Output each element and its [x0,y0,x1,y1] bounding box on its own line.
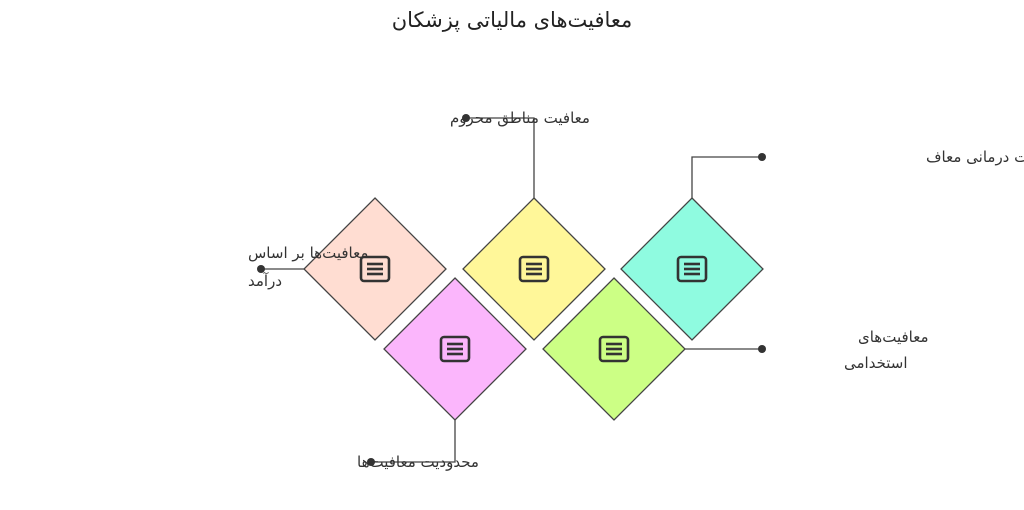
connector-dot [367,458,375,466]
diamond-medical-services [620,197,764,341]
label-medical-services: خدمات درمانی معاف [926,148,1024,166]
connector-deprived-areas [466,117,535,198]
connector-dot [758,345,766,353]
document-icon [676,255,708,283]
diamond-employment [542,277,686,421]
document-icon [359,255,391,283]
label-employment-line1: معافیت‌های [858,328,929,346]
document-icon [598,335,630,363]
document-icon [518,255,550,283]
label-employment-line2: استخدامی [844,354,908,372]
connector-dot [257,265,265,273]
label-income-line1: معافیت‌ها بر اساس [248,244,368,262]
connector-dot [758,153,766,161]
label-deprived-areas: معافیت مناطق محروم [450,109,590,127]
diamond-income [303,197,447,341]
label-limits: محدودیت معافیت‌ها [357,453,479,471]
diamond-limits [383,277,527,421]
connector-limits [371,420,456,463]
connector-medical-services [691,156,762,198]
diamond-deprived-areas [462,197,606,341]
diagram-title: معافیت‌های مالیاتی پزشکان [392,8,633,32]
document-icon [439,335,471,363]
label-income-line2: درآمد [248,272,282,290]
connectors [257,114,766,466]
connector-dot [462,114,470,122]
